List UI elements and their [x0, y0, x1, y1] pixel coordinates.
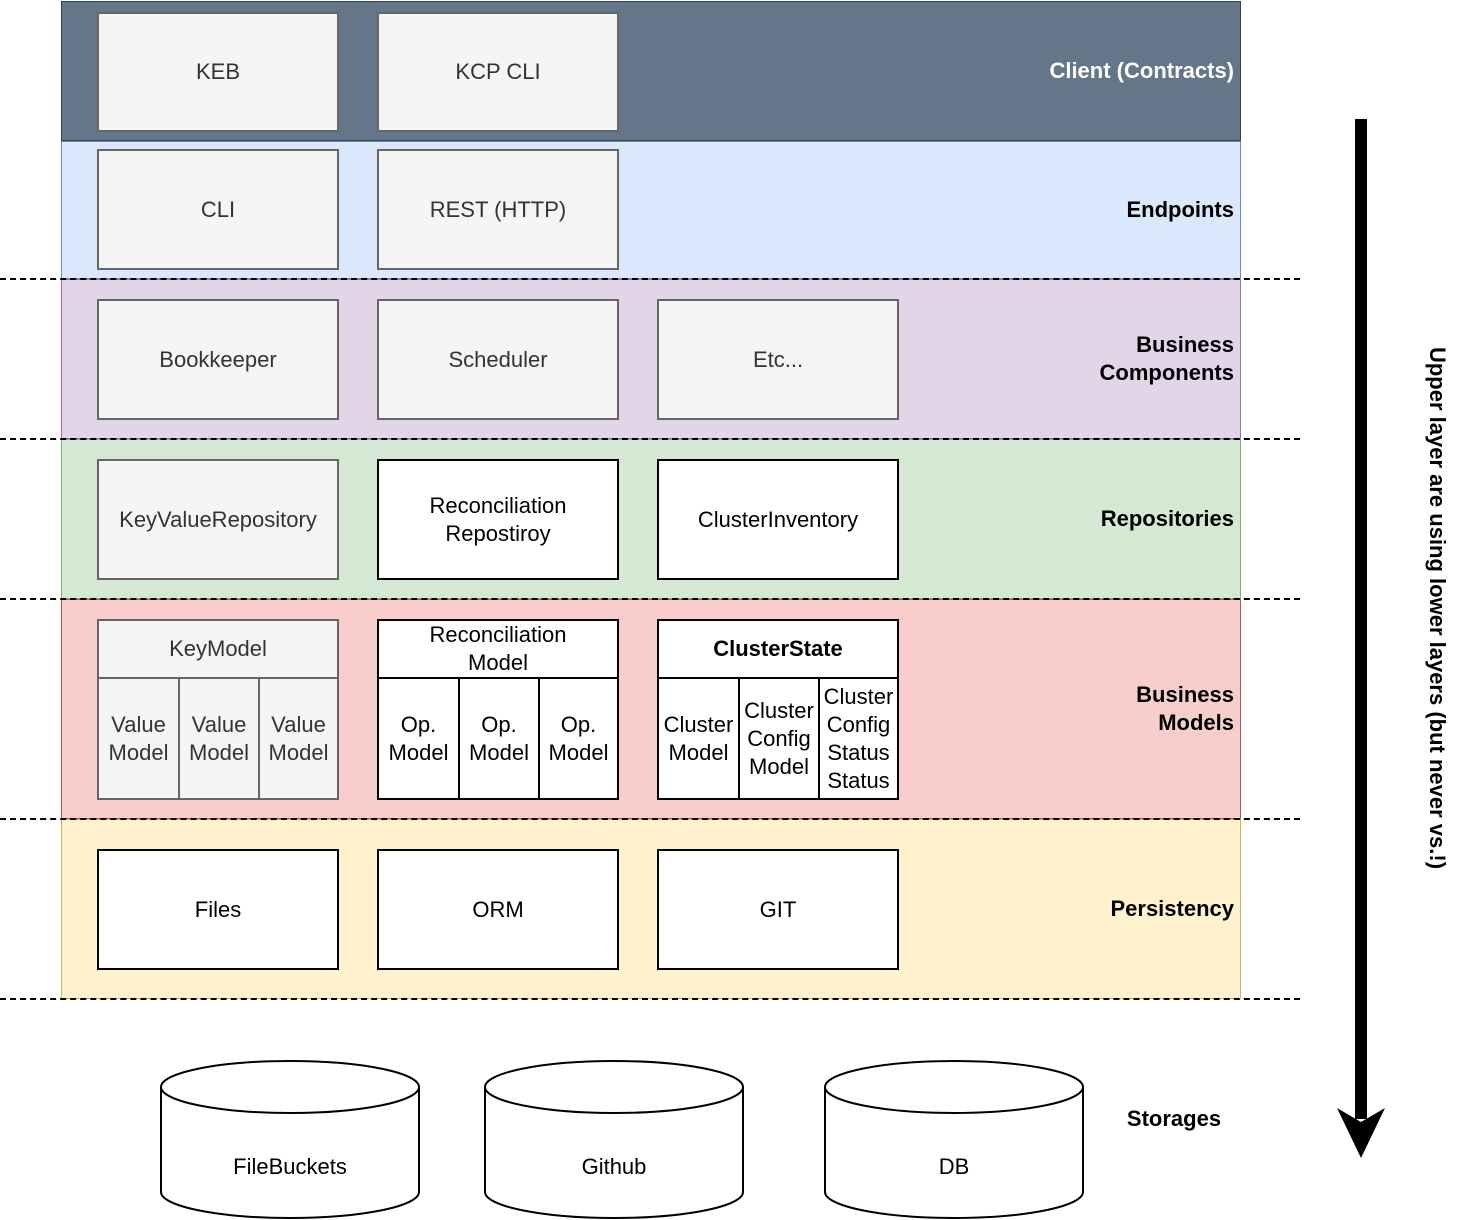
- storage-db[interactable]: DB: [824, 1060, 1084, 1219]
- storage-github[interactable]: Github: [484, 1060, 744, 1219]
- layer-endpoints: CLI REST (HTTP) Endpoints: [61, 141, 1241, 279]
- box-files[interactable]: Files: [97, 849, 339, 970]
- separator-dashed: [0, 278, 1300, 280]
- storages-label: Storages: [1126, 1106, 1222, 1131]
- model-part[interactable]: Op. Model: [538, 679, 617, 798]
- separator-dashed: [0, 438, 1300, 440]
- layer-label-business-models: Business Models: [1136, 682, 1234, 735]
- model-part[interactable]: Value Model: [258, 679, 337, 798]
- box-key-value-repository[interactable]: KeyValueRepository: [97, 459, 339, 580]
- model-reconciliation-model[interactable]: Reconciliation Model Op. Model Op. Model…: [377, 619, 619, 800]
- separator-dashed: [0, 818, 1300, 820]
- direction-arrow: [1337, 119, 1385, 1158]
- box-scheduler[interactable]: Scheduler: [377, 299, 619, 420]
- layer-label-repositories: Repositories: [1100, 506, 1234, 531]
- direction-note: Upper layer are using lower layers (but …: [1425, 346, 1450, 870]
- box-orm[interactable]: ORM: [377, 849, 619, 970]
- model-part[interactable]: Cluster Config Status Status: [818, 679, 897, 798]
- box-reconciliation-repository-label: Reconciliation Repostiroy: [429, 492, 567, 546]
- model-title-text: Reconciliation Model: [429, 622, 567, 675]
- storage-label-filebuckets: FileBuckets: [233, 1154, 347, 1179]
- model-part[interactable]: Value Model: [178, 679, 258, 798]
- box-reconciliation-repository[interactable]: Reconciliation Repostiroy: [377, 459, 619, 580]
- box-etc[interactable]: Etc...: [657, 299, 899, 420]
- layer-repositories: KeyValueRepository Reconciliation Repost…: [61, 439, 1241, 599]
- box-rest-http[interactable]: REST (HTTP): [377, 149, 619, 270]
- box-kcp-cli[interactable]: KCP CLI: [377, 12, 619, 132]
- box-cli[interactable]: CLI: [97, 149, 339, 270]
- box-bookkeeper[interactable]: Bookkeeper: [97, 299, 339, 420]
- box-keb[interactable]: KEB: [97, 12, 339, 132]
- model-part[interactable]: Cluster Config Model: [738, 679, 818, 798]
- layer-label-endpoints: Endpoints: [1126, 197, 1234, 222]
- layer-label-client: Client (Contracts): [1049, 58, 1234, 83]
- layer-label-business-components: Business Components: [1099, 332, 1234, 385]
- layer-label-persistency: Persistency: [1110, 896, 1234, 921]
- model-cluster-state[interactable]: ClusterState Cluster Model Cluster Confi…: [657, 619, 899, 800]
- separator-dashed: [0, 998, 1300, 1000]
- model-title: KeyModel: [99, 621, 337, 679]
- model-key-model[interactable]: KeyModel Value Model Value Model Value M…: [97, 619, 339, 800]
- box-git[interactable]: GIT: [657, 849, 899, 970]
- model-part[interactable]: Op. Model: [388, 711, 449, 765]
- model-part[interactable]: Op. Model: [458, 679, 538, 798]
- layer-client: KEB KCP CLI Client (Contracts): [61, 1, 1241, 141]
- layer-business-models: KeyModel Value Model Value Model Value M…: [61, 599, 1241, 819]
- model-title: Reconciliation Model: [379, 621, 617, 679]
- box-cluster-inventory[interactable]: ClusterInventory: [657, 459, 899, 580]
- separator-dashed: [0, 598, 1300, 600]
- model-part[interactable]: Cluster Model: [663, 711, 734, 765]
- storage-label-github: Github: [582, 1154, 647, 1179]
- model-title: ClusterState: [659, 621, 897, 679]
- storage-filebuckets[interactable]: FileBuckets: [160, 1060, 420, 1219]
- storage-label-db: DB: [939, 1154, 970, 1179]
- model-part[interactable]: Value Model: [108, 711, 169, 765]
- layer-persistency: Files ORM GIT Persistency: [61, 819, 1241, 999]
- layer-business-components: Bookkeeper Scheduler Etc... Business Com…: [61, 279, 1241, 439]
